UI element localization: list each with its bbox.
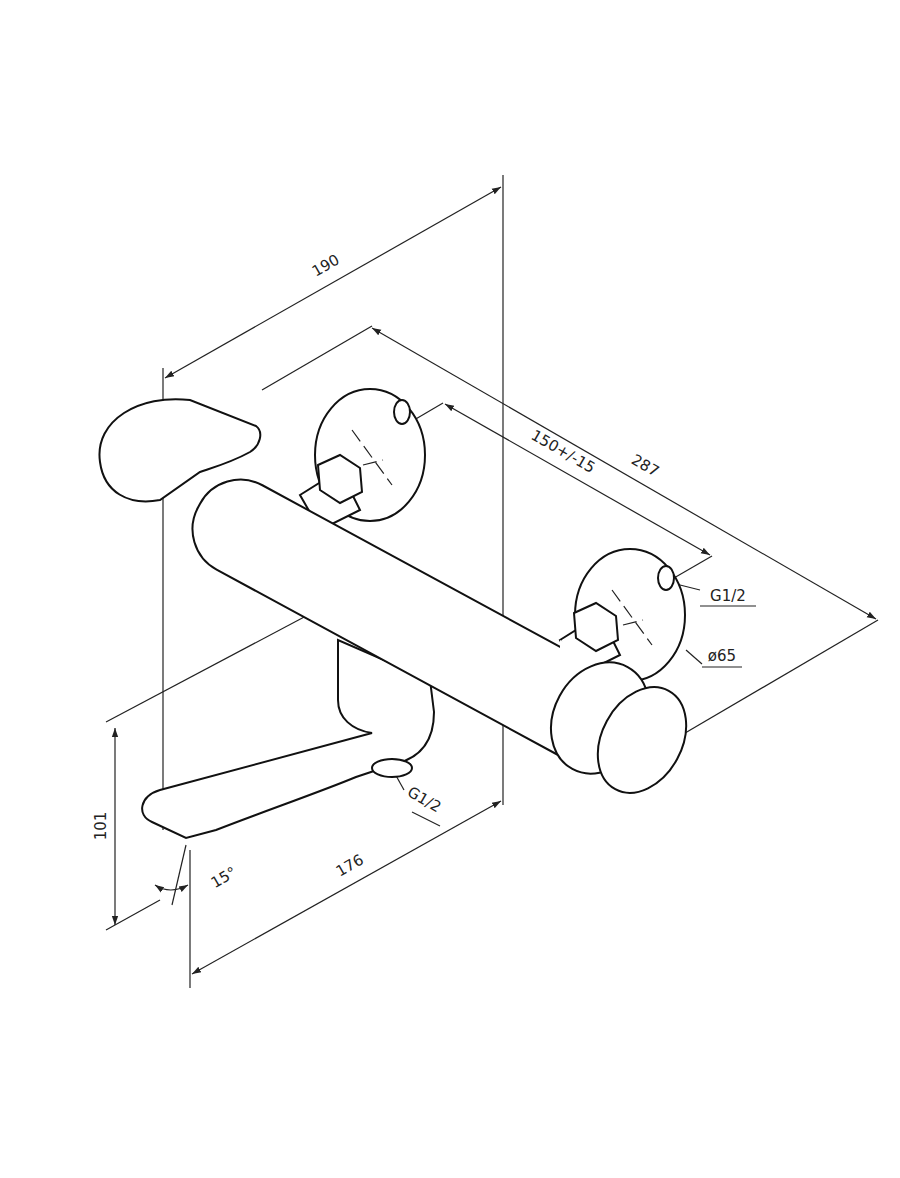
dimension-label: 287 xyxy=(627,450,664,481)
mixer-body xyxy=(99,389,703,838)
dimension-label: 190 xyxy=(308,251,345,282)
dimension-label: ø65 xyxy=(706,648,738,665)
dimension-label: 176 xyxy=(332,850,369,881)
dimension-label: 101 xyxy=(93,810,110,843)
dimension-label: 150+/-15 xyxy=(526,426,599,478)
dimension-label: G1/2 xyxy=(708,588,748,605)
dimension-label: 15° xyxy=(207,863,242,893)
dimension-label: G1/2 xyxy=(403,783,446,818)
center-marks xyxy=(352,430,652,645)
dimension-lines xyxy=(106,175,878,988)
